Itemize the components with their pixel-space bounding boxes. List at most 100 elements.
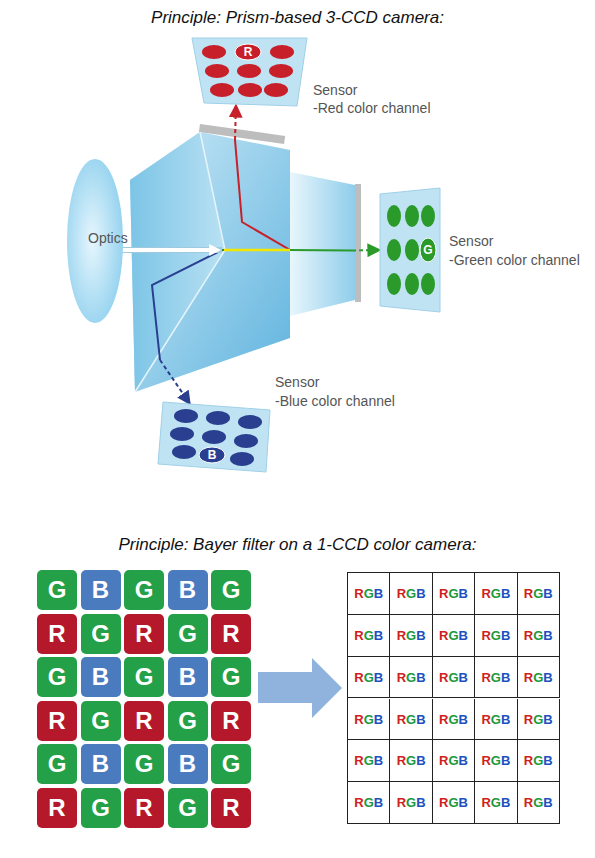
sensor-chip: GSensor-Green color channel bbox=[380, 188, 440, 312]
rgb-cell: RGB bbox=[518, 699, 560, 741]
rgb-text: RGB bbox=[354, 628, 383, 643]
bayer-tile: G bbox=[211, 570, 251, 610]
channel-char: G bbox=[533, 628, 543, 643]
bayer-tile: G bbox=[37, 570, 77, 610]
channel-char: R bbox=[397, 795, 406, 810]
channel-char: G bbox=[448, 795, 458, 810]
channel-char: R bbox=[397, 586, 406, 601]
channel-char: B bbox=[374, 586, 383, 601]
channel-char: B bbox=[459, 795, 468, 810]
rgb-cell: RGB bbox=[390, 615, 432, 657]
bayer-tile: R bbox=[124, 788, 164, 828]
channel-letter: R bbox=[236, 44, 260, 60]
rgb-cell: RGB bbox=[433, 782, 475, 824]
bayer-tile: R bbox=[211, 614, 251, 654]
channel-char: R bbox=[524, 753, 533, 768]
bayer-tile: B bbox=[168, 570, 208, 610]
channel-char: R bbox=[481, 628, 490, 643]
rgb-text: RGB bbox=[481, 628, 510, 643]
rgb-cell: RGB bbox=[518, 740, 560, 782]
channel-char: G bbox=[491, 670, 501, 685]
pixel-cell bbox=[387, 239, 401, 261]
channel-char: G bbox=[491, 628, 501, 643]
channel-char: G bbox=[364, 795, 374, 810]
channel-char: G bbox=[406, 628, 416, 643]
channel-char: B bbox=[501, 670, 510, 685]
rgb-text: RGB bbox=[397, 753, 426, 768]
rgb-text: RGB bbox=[354, 753, 383, 768]
channel-char: R bbox=[354, 753, 363, 768]
channel-char: B bbox=[416, 628, 425, 643]
rgb-cell: RGB bbox=[475, 573, 517, 615]
channel-char: B bbox=[374, 753, 383, 768]
sensor-outline bbox=[380, 188, 440, 312]
white-beam bbox=[120, 248, 214, 252]
channel-char: R bbox=[397, 712, 406, 727]
rgb-text: RGB bbox=[397, 795, 426, 810]
pixel-cell bbox=[205, 64, 229, 78]
bayer-tile: G bbox=[81, 614, 121, 654]
channel-char: R bbox=[439, 795, 448, 810]
channel-char: B bbox=[459, 628, 468, 643]
bayer-tile: G bbox=[124, 570, 164, 610]
channel-char: B bbox=[543, 586, 552, 601]
rgb-text: RGB bbox=[481, 795, 510, 810]
bayer-tile: B bbox=[168, 744, 208, 784]
pixel-cell bbox=[421, 273, 435, 295]
channel-char: G bbox=[533, 712, 543, 727]
pixel-cell bbox=[387, 205, 401, 227]
rgb-text: RGB bbox=[354, 795, 383, 810]
channel-char: G bbox=[448, 586, 458, 601]
channel-char: G bbox=[533, 795, 543, 810]
rgb-text: RGB bbox=[481, 670, 510, 685]
light-path bbox=[124, 250, 222, 404]
sensor-chip: RSensor-Red color channel bbox=[192, 38, 307, 108]
channel-char: B bbox=[416, 670, 425, 685]
rgb-text: RGB bbox=[354, 586, 383, 601]
channel-letter: B bbox=[200, 447, 224, 463]
rgb-cell: RGB bbox=[390, 657, 432, 699]
channel-char: R bbox=[439, 586, 448, 601]
rgb-cell: RGB bbox=[475, 782, 517, 824]
channel-letter: G bbox=[416, 242, 440, 258]
rgb-text: RGB bbox=[524, 795, 553, 810]
bayer-tile: B bbox=[81, 744, 121, 784]
light-path-dashed bbox=[352, 249, 380, 252]
rgb-text: RGB bbox=[397, 628, 426, 643]
rgb-text: RGB bbox=[524, 670, 553, 685]
channel-char: G bbox=[491, 712, 501, 727]
sensor-heading: Sensor bbox=[313, 82, 357, 98]
pixel-cell bbox=[206, 411, 230, 425]
channel-char: G bbox=[533, 586, 543, 601]
optics-lens: Optics bbox=[66, 158, 124, 324]
sensor-heading: Sensor bbox=[449, 233, 493, 249]
channel-char: B bbox=[543, 670, 552, 685]
bayer-tile: G bbox=[124, 657, 164, 697]
light-path-solid bbox=[124, 140, 290, 250]
beam-outline bbox=[120, 247, 222, 253]
bayer-tile: R bbox=[124, 614, 164, 654]
optics-label: Optics bbox=[88, 230, 128, 246]
channel-char: B bbox=[374, 670, 383, 685]
channel-char: G bbox=[448, 670, 458, 685]
rgb-cell: RGB bbox=[348, 573, 390, 615]
pixel-cell bbox=[170, 427, 194, 441]
rgb-cell: RGB bbox=[390, 782, 432, 824]
pixel-cell bbox=[199, 447, 225, 463]
pixel-cell bbox=[405, 205, 419, 227]
rgb-cell: RGB bbox=[390, 573, 432, 615]
channel-char: R bbox=[481, 795, 490, 810]
pixel-cell bbox=[235, 44, 261, 60]
pixel-cell bbox=[210, 83, 234, 97]
rgb-cell: RGB bbox=[475, 699, 517, 741]
channel-char: G bbox=[533, 753, 543, 768]
pixel-cell bbox=[387, 273, 401, 295]
rgb-text: RGB bbox=[439, 712, 468, 727]
bayer-tile: G bbox=[168, 701, 208, 741]
channel-char: G bbox=[364, 628, 374, 643]
channel-char: B bbox=[543, 628, 552, 643]
channel-char: B bbox=[374, 795, 383, 810]
rgb-text: RGB bbox=[439, 670, 468, 685]
channel-char: R bbox=[439, 670, 448, 685]
rgb-cell: RGB bbox=[475, 740, 517, 782]
